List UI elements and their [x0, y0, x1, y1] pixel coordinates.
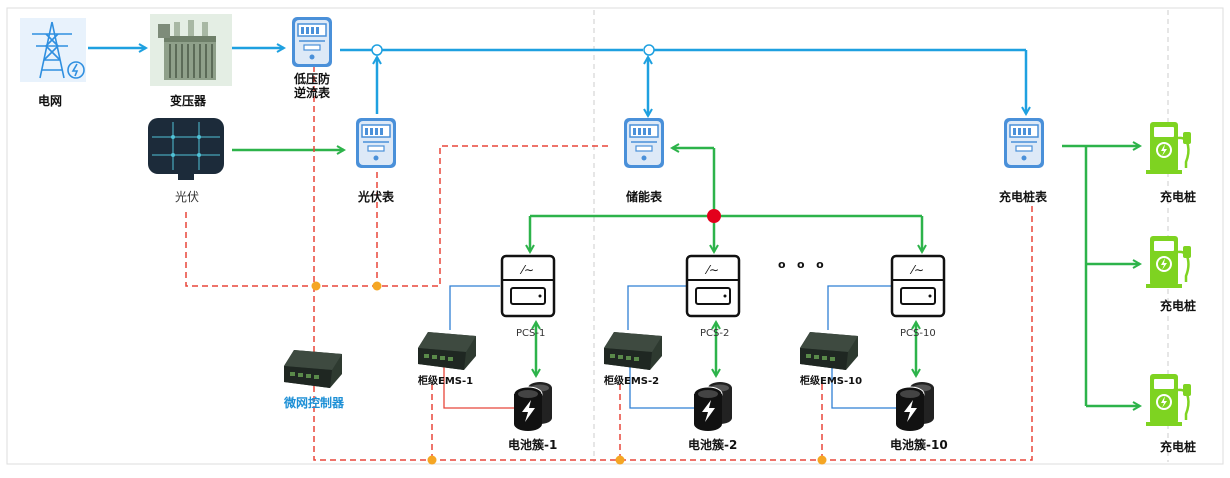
label-anti-backflow-meter: 低压防 逆流表	[294, 72, 331, 100]
label-battery1: 电池簇-1	[508, 438, 558, 452]
pcs2-icon	[685, 254, 741, 318]
battery-cluster1-icon	[513, 381, 553, 432]
ac-lines	[88, 48, 1026, 116]
ems2-icon	[604, 332, 662, 370]
dc-bus-node	[707, 209, 721, 223]
pcs10-icon	[890, 254, 946, 318]
label-charger3: 充电桩	[1160, 440, 1197, 454]
junction-node-1	[371, 44, 383, 56]
label-microgrid-controller: 微网控制器	[284, 396, 345, 410]
label-pcs10: PCS-10	[900, 328, 936, 339]
power-tower-icon	[20, 18, 86, 82]
charger2-icon	[1144, 234, 1193, 290]
ellipsis-more-pcs: o o o	[778, 258, 824, 271]
label-storage-meter: 储能表	[626, 190, 663, 204]
label-pcs2: PCS-2	[700, 328, 730, 339]
ems1-icon	[418, 332, 476, 370]
label-battery2: 电池簇-2	[688, 438, 738, 452]
pv-meter-icon	[355, 117, 397, 169]
comm-nodes	[311, 281, 827, 465]
pcs1-icon	[500, 254, 556, 318]
label-charger-meter: 充电桩表	[999, 190, 1048, 204]
junction-node-2	[643, 44, 655, 56]
green-lines	[232, 146, 1140, 406]
label-ems2: 柜级EMS-2	[604, 376, 660, 387]
diagram-frame	[6, 7, 1224, 465]
charger3-icon	[1144, 372, 1193, 428]
label-pcs1: PCS-1	[516, 328, 546, 339]
ems10-icon	[800, 332, 858, 370]
label-charger1: 充电桩	[1160, 190, 1197, 204]
microgrid-controller-icon	[284, 350, 342, 388]
charger-meter-icon	[1003, 117, 1045, 169]
label-battery10: 电池簇-10	[890, 438, 948, 452]
anti-backflow-meter-icon	[291, 16, 333, 68]
ems-signal-lines	[443, 285, 896, 409]
transformer-icon	[150, 14, 232, 86]
label-transformer: 变压器	[170, 94, 207, 108]
battery-cluster10-icon	[895, 381, 935, 432]
label-charger2: 充电桩	[1160, 299, 1197, 313]
storage-meter-icon	[623, 117, 665, 169]
label-pv-meter: 光伏表	[358, 190, 395, 204]
label-ems10: 柜级EMS-10	[800, 376, 863, 387]
battery-cluster2-icon	[693, 381, 733, 432]
solar-panel-icon	[148, 118, 224, 180]
label-pv: 光伏	[175, 190, 200, 204]
label-grid: 电网	[38, 94, 63, 108]
label-ems1: 柜级EMS-1	[418, 376, 474, 387]
charger1-icon	[1144, 120, 1193, 176]
comm-lines	[185, 66, 1033, 461]
